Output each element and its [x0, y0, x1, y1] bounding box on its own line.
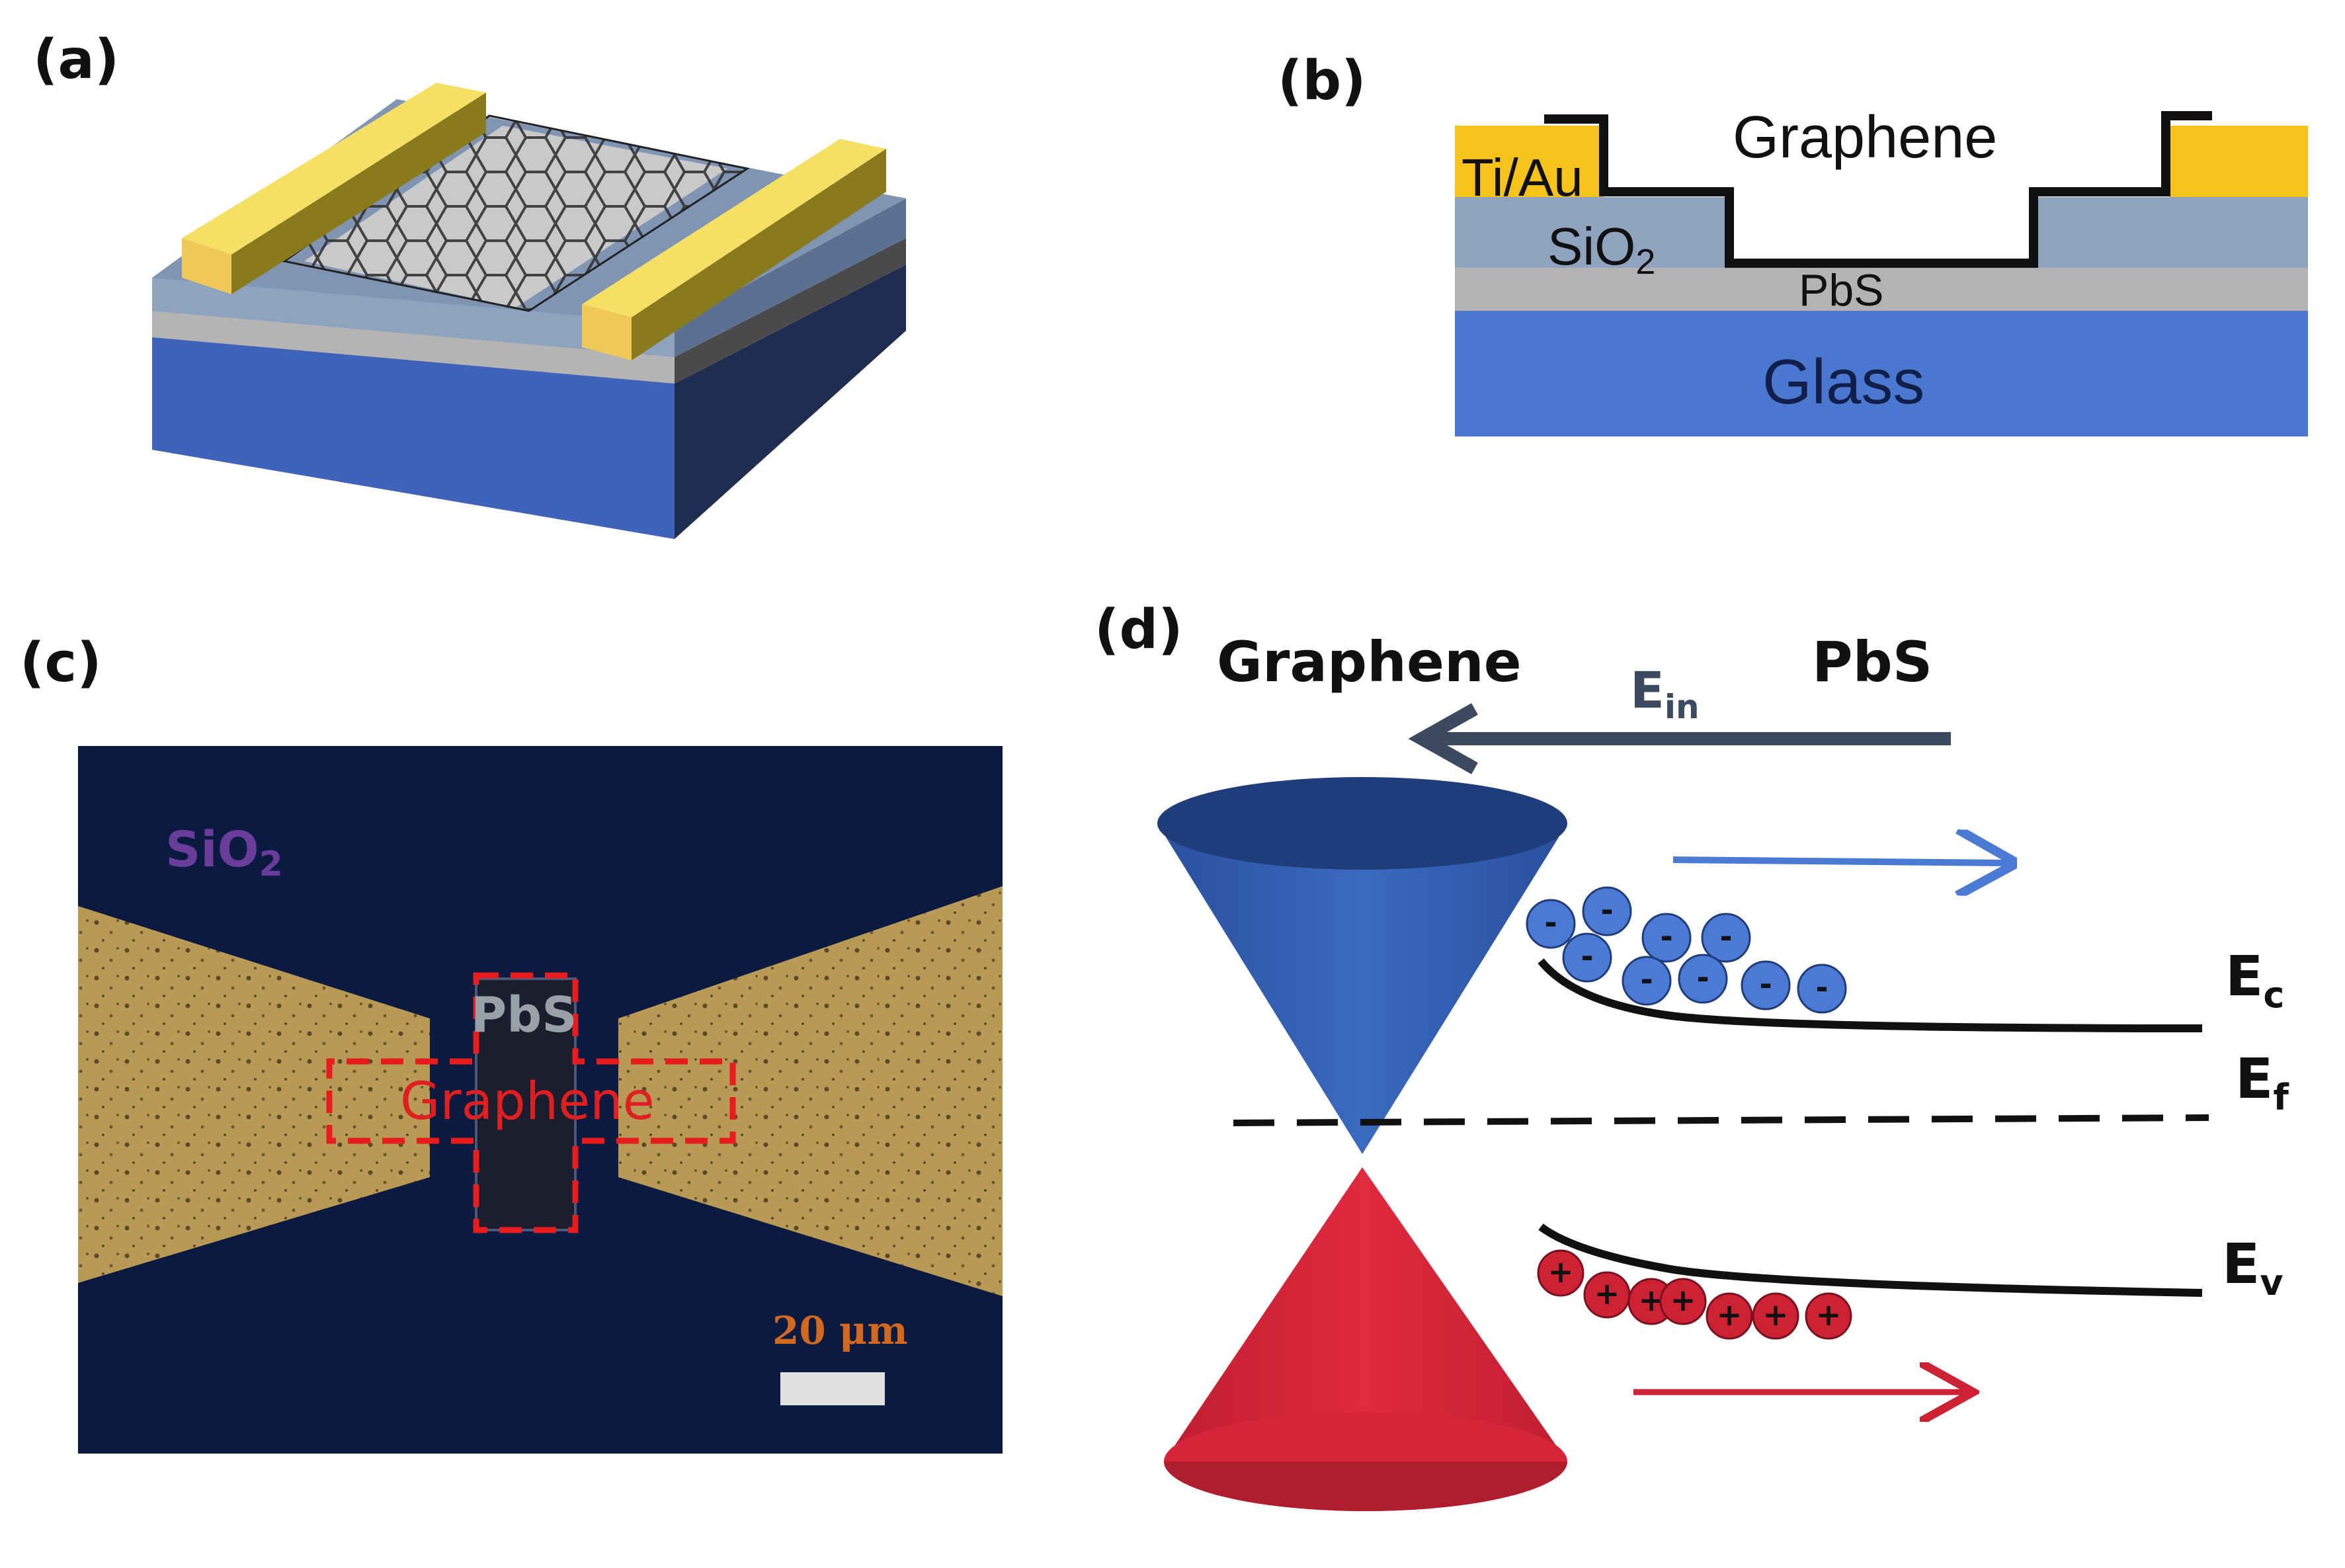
pbs-label-c: PbS: [471, 987, 577, 1044]
hole: +: [1537, 1249, 1584, 1297]
tiau-label: Ti/Au: [1461, 148, 1583, 207]
left-electrode-side: [231, 93, 486, 294]
pbs-layer: [1455, 268, 2308, 311]
electron: -: [1641, 913, 1692, 963]
electron: -: [1741, 960, 1791, 1011]
tiau-right: [2169, 126, 2308, 197]
hole-cluster: +++++++: [1537, 1249, 1852, 1340]
hole: +: [1706, 1292, 1753, 1340]
right-electrode-front: [582, 304, 632, 360]
lower-cone: [1164, 1167, 1567, 1462]
left-electrode-front: [182, 238, 231, 294]
svg-text:+: +: [1670, 1282, 1696, 1318]
glass-label: Glass: [1762, 347, 1924, 417]
field-label: Ein: [1630, 661, 1700, 726]
panel-b-label: (b): [1278, 50, 1366, 112]
electron: -: [1526, 899, 1576, 949]
svg-text:-: -: [1696, 960, 1709, 995]
device-3d-illustration: [152, 83, 906, 539]
hole: +: [1659, 1278, 1707, 1325]
graphene-outline-dashed: [326, 972, 736, 1233]
electron-cluster: ---------: [1526, 886, 1847, 1014]
conduction-band-curve: [1538, 958, 2203, 1032]
hole: +: [1805, 1292, 1852, 1340]
fermi-level-label: Ef: [2235, 1046, 2289, 1118]
panel-d: (d) Graphene PbS Ein Ec Ef Ev ------: [1094, 598, 2289, 1511]
upper-cone: [1157, 823, 1567, 1154]
sio2-left: [1455, 197, 1726, 268]
substrate-front: [152, 337, 675, 539]
lower-cone-base-shade: [1164, 1462, 1567, 1511]
sio2-label-b: SiO2: [1547, 217, 1655, 282]
panel-c: (c) SiO2 PbS Graphene 20 μm: [20, 632, 1003, 1454]
conduction-band-label: Ec: [2225, 944, 2284, 1016]
scale-bar-label: 20 μm: [772, 1308, 908, 1353]
electron: -: [1797, 964, 1847, 1014]
optical-micrograph: SiO2 PbS Graphene 20 μm: [78, 746, 1003, 1454]
scale-bar: [780, 1372, 885, 1405]
electron: -: [1622, 956, 1672, 1006]
svg-text:+: +: [1763, 1297, 1789, 1333]
hole: +: [1752, 1292, 1799, 1340]
svg-text:+: +: [1816, 1297, 1842, 1333]
tiau-left: [1455, 126, 1604, 197]
right-pad-texture: [618, 886, 1003, 1296]
cross-section-diagram: Graphene Ti/Au SiO2 PbS Glass: [1455, 104, 2308, 436]
field-arrow-head: [1408, 703, 1478, 774]
electron: -: [1582, 886, 1632, 936]
built-in-field-arrow: [1408, 703, 1951, 774]
sio2-label-c: SiO2: [165, 821, 283, 884]
graphene-label-c: Graphene: [400, 1072, 655, 1132]
hole: +: [1583, 1271, 1631, 1319]
svg-text:+: +: [1594, 1276, 1620, 1311]
fermi-level-line: [1233, 1114, 2209, 1126]
pbs-label-b: PbS: [1799, 265, 1884, 315]
upper-cone-top: [1157, 777, 1567, 870]
pbs-layer-side: [675, 238, 906, 384]
panel-d-label: (d): [1094, 598, 1183, 661]
svg-text:-: -: [1719, 919, 1732, 954]
graphene-line: [1544, 111, 2212, 268]
sio2-layer-front: [152, 278, 675, 357]
right-electrode-top: [582, 139, 886, 317]
sio2-right: [2037, 197, 2308, 268]
svg-text:-: -: [1581, 938, 1593, 974]
dirac-cone: [1157, 777, 1567, 1511]
left-electrode-top: [182, 83, 486, 255]
pbs-flake: [475, 977, 577, 1231]
graphene-sheet-3d: [284, 116, 747, 311]
svg-text:-: -: [1640, 962, 1653, 997]
panel-a: (a): [33, 28, 906, 539]
electron: -: [1701, 913, 1751, 963]
panel-a-label: (a): [33, 28, 119, 91]
svg-text:+: +: [1717, 1297, 1743, 1333]
right-electrode-side: [632, 149, 886, 360]
svg-text:-: -: [1600, 892, 1613, 928]
pbs-heading: PbS: [1812, 630, 1932, 694]
svg-text:-: -: [1660, 919, 1672, 954]
panel-b: (b) Graphene Ti/Au SiO2 PbS Glass: [1278, 50, 2308, 436]
svg-text:-: -: [1815, 970, 1828, 1005]
valence-band-label: Ev: [2222, 1231, 2283, 1303]
svg-text:-: -: [1759, 966, 1772, 1002]
svg-text:+: +: [1548, 1254, 1574, 1290]
valence-band-curve: [1538, 1223, 2203, 1297]
glass-layer: [1455, 311, 2308, 436]
graphene-label-b: Graphene: [1733, 104, 1997, 171]
left-pad-texture: [78, 906, 430, 1283]
electron: -: [1678, 954, 1728, 1004]
panel-c-label: (c): [20, 632, 102, 694]
svg-text:-: -: [1544, 905, 1557, 940]
graphene-heading: Graphene: [1217, 630, 1522, 694]
electron: -: [1562, 932, 1612, 983]
electron-drift-arrow: [1672, 860, 2010, 863]
